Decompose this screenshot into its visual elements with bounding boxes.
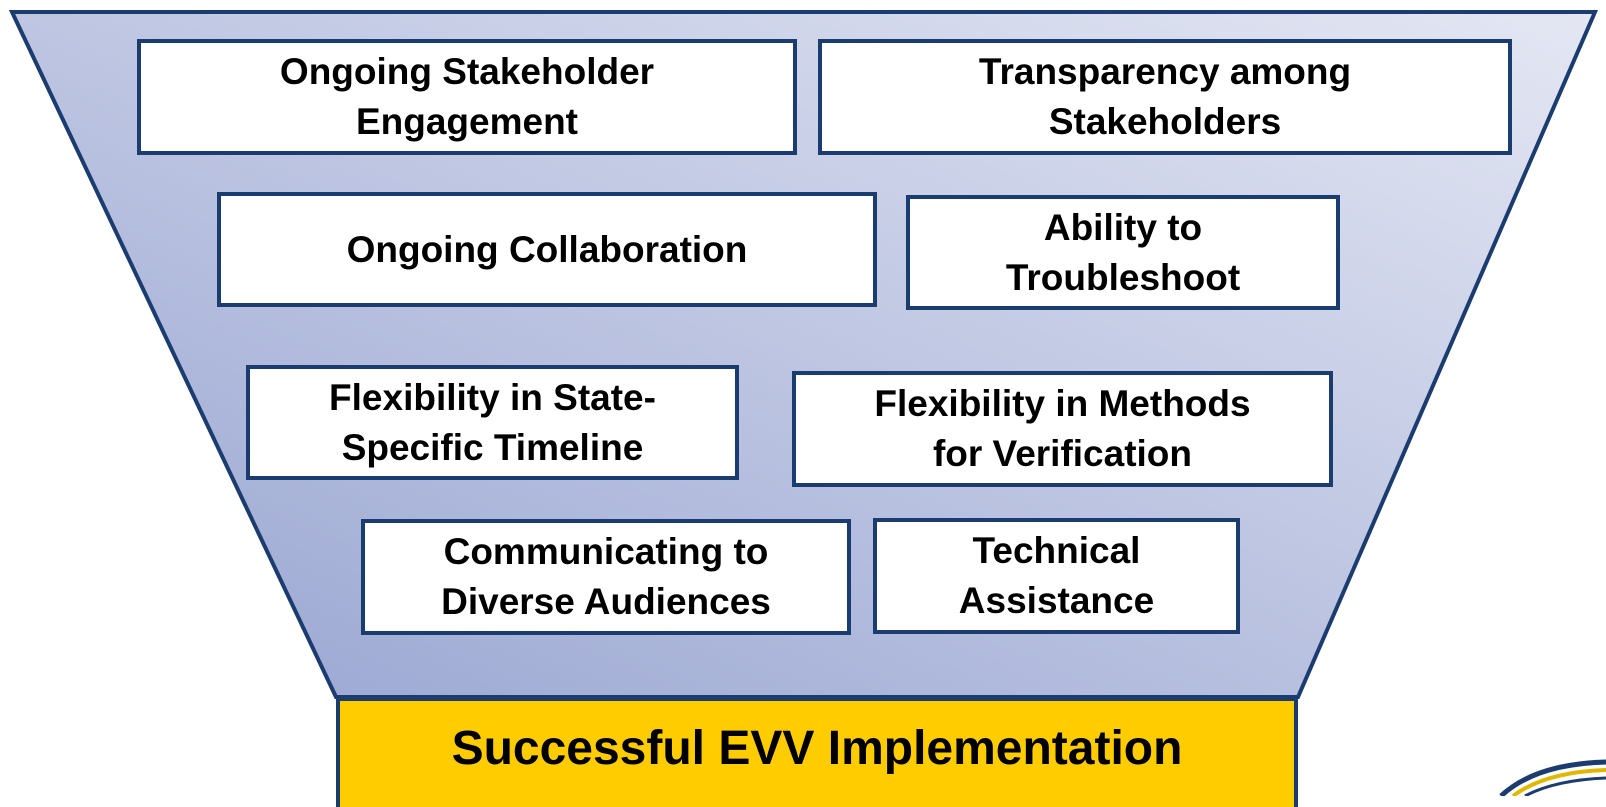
factor-label: Flexibility in State- Specific Timeline — [329, 376, 656, 468]
factor-communicating-diverse-audiences: Communicating to Diverse Audiences — [361, 519, 851, 635]
result-label: Successful EVV Implementation — [451, 722, 1183, 775]
factor-transparency-among-stakeholders: Transparency among Stakeholders — [818, 39, 1512, 155]
seal-logo-fragment — [1499, 759, 1606, 796]
factor-flexibility-methods-verification: Flexibility in Methods for Verification — [792, 371, 1333, 487]
result-successful-evv-implementation: Successful EVV Implementation — [336, 697, 1298, 807]
factor-label: Ongoing Stakeholder Engagement — [279, 51, 655, 142]
factor-label: Communicating to Diverse Audiences — [441, 531, 771, 622]
factor-flexibility-state-specific-timeline: Flexibility in State- Specific Timeline — [246, 365, 739, 480]
factor-technical-assistance: Technical Assistance — [873, 518, 1240, 634]
factor-ongoing-collaboration: Ongoing Collaboration — [217, 192, 877, 307]
factor-label: Ongoing Collaboration — [346, 228, 748, 270]
factor-label: Ability to Troubleshoot — [1005, 206, 1241, 298]
factor-label: Transparency among Stakeholders — [978, 51, 1352, 142]
factor-ability-to-troubleshoot: Ability to Troubleshoot — [906, 195, 1340, 310]
factor-ongoing-stakeholder-engagement: Ongoing Stakeholder Engagement — [137, 39, 797, 155]
factor-label: Technical Assistance — [958, 530, 1155, 621]
factor-label: Flexibility in Methods for Verification — [874, 383, 1251, 474]
